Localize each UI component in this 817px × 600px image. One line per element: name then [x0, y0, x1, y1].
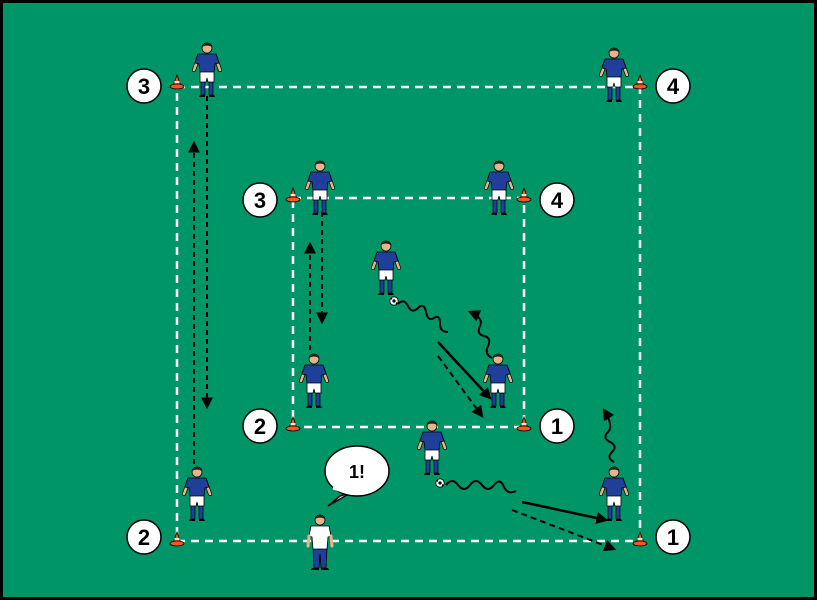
svg-text:1: 1	[551, 414, 563, 439]
dribble-path-inner	[397, 300, 449, 333]
svg-text:4: 4	[667, 74, 680, 99]
run-arrow-outer-diagonal	[511, 509, 617, 552]
coach-callout: 1!	[349, 462, 365, 482]
svg-text:2: 2	[254, 414, 266, 439]
svg-text:1: 1	[667, 525, 679, 550]
outer-label-bottom-right: 1	[655, 519, 691, 555]
svg-text:3: 3	[254, 188, 266, 213]
svg-text:3: 3	[138, 74, 150, 99]
pass-arrow-outer	[521, 500, 609, 524]
inner-label-top-right: 4	[539, 182, 575, 218]
outer-label-top-left: 3	[126, 68, 162, 104]
dribble-away-outer	[602, 407, 616, 463]
dribble-path-outer	[445, 480, 517, 494]
speech-bubble-icon: 1!	[324, 445, 390, 507]
ball-icon	[389, 296, 399, 306]
svg-text:4: 4	[551, 188, 564, 213]
dribble-away-inner	[467, 310, 493, 359]
inner-label-top-left: 3	[242, 182, 278, 218]
run-arrow-inner-diagonal	[437, 355, 484, 418]
outer-label-bottom-left: 2	[126, 519, 162, 555]
outer-square	[175, 85, 642, 543]
inner-square	[291, 196, 526, 429]
outer-label-top-right: 4	[655, 68, 691, 104]
field-background	[3, 3, 814, 597]
inner-label-bottom-left: 2	[242, 408, 278, 444]
ball-icon	[435, 478, 445, 488]
svg-text:2: 2	[138, 525, 150, 550]
pass-arrow-inner	[437, 341, 492, 400]
inner-label-bottom-right: 1	[539, 408, 575, 444]
